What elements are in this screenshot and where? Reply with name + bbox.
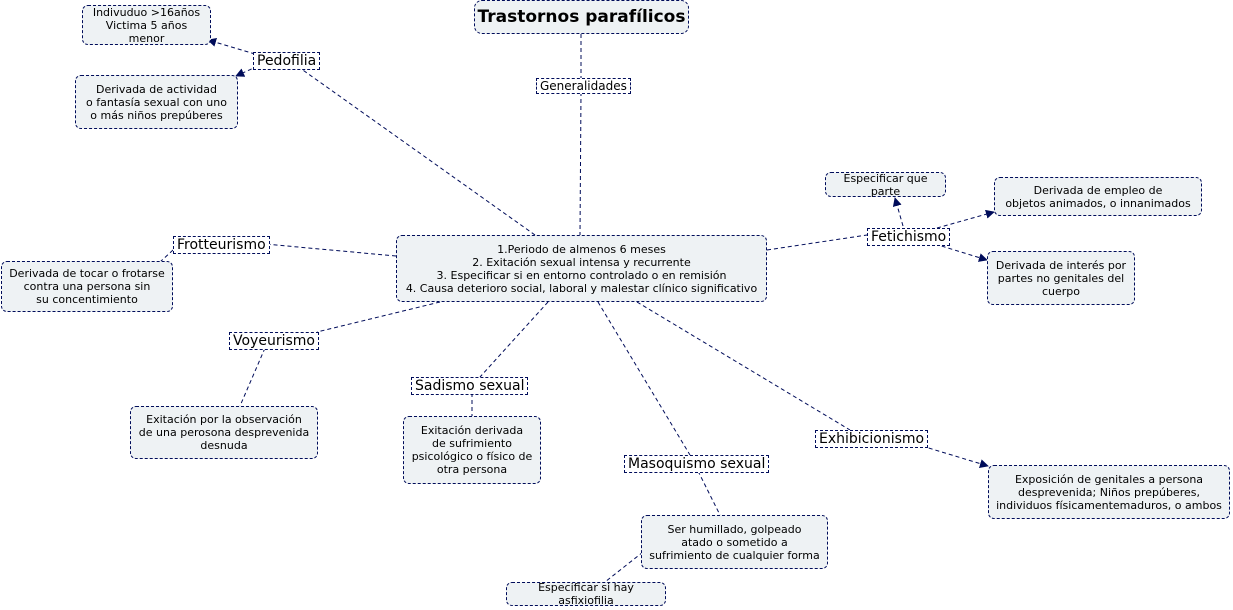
- link-criterios-frotteurismo: [264, 243, 397, 257]
- link-frotteurismo-def: [159, 249, 174, 263]
- link-criterios-sadismo: [479, 301, 549, 378]
- node-masoquismo-definicion[interactable]: Ser humillado, golpeado atado o sometido…: [641, 515, 828, 569]
- node-fetichismo-partes[interactable]: Derivada de interés por partes no genita…: [987, 251, 1135, 305]
- link-masoquismo-def: [697, 470, 721, 516]
- link-generalidades-criterios: [579, 91, 582, 236]
- link-voyeurismo-def: [239, 347, 266, 407]
- link-criterios-masoquismo: [597, 301, 691, 456]
- link-masoquismo-asfixiofilia: [604, 551, 644, 583]
- link-criterios-fetichismo: [766, 234, 868, 251]
- link-fetichismo-objetos: [936, 209, 995, 229]
- label-exhibicionismo[interactable]: Exhibicionismo: [815, 430, 929, 448]
- node-fetichismo-parte[interactable]: Especificar que parte: [825, 172, 946, 198]
- node-criterios[interactable]: 1.Periodo de almenos 6 meses 2. Exitació…: [396, 235, 767, 302]
- label-masoquismo[interactable]: Masoquismo sexual: [624, 455, 770, 473]
- link-criterios-pedofilia: [299, 67, 536, 236]
- node-frotteurismo-definicion[interactable]: Derivada de tocar o frotarse contra una …: [1, 261, 173, 312]
- node-exhibicionismo-definicion[interactable]: Exposición de genitales a persona despre…: [988, 465, 1230, 519]
- link-pedofilia-edad: [207, 37, 256, 55]
- node-sadismo-definicion[interactable]: Exitación derivada de sufrimiento psicol…: [403, 416, 541, 484]
- node-voyeurismo-definicion[interactable]: Exitación por la observación de una pero…: [130, 406, 318, 459]
- node-asfixiofilia[interactable]: Especificar si hay asfixiofilia: [506, 581, 666, 607]
- label-sadismo[interactable]: Sadismo sexual: [411, 377, 529, 395]
- link-exhibicionismo-def: [921, 445, 989, 468]
- link-criterios-exhibicionismo: [636, 301, 851, 431]
- diagram-title[interactable]: Trastornos parafílicos: [474, 0, 689, 34]
- link-fetichismo-partes: [934, 243, 988, 262]
- node-pedofilia-edad[interactable]: Indivuduo >16años Victima 5 años menor: [82, 5, 211, 45]
- label-frotteurismo[interactable]: Frotteurismo: [173, 236, 270, 254]
- link-fetichismo-parte: [892, 197, 904, 227]
- label-voyeurismo[interactable]: Voyeurismo: [229, 332, 319, 350]
- link-criterios-voyeurismo: [316, 301, 441, 333]
- node-pedofilia-definicion[interactable]: Derivada de actividad o fantasía sexual …: [75, 75, 238, 129]
- label-pedofilia[interactable]: Pedofilia: [253, 52, 321, 70]
- label-fetichismo[interactable]: Fetichismo: [867, 228, 951, 246]
- label-generalidades[interactable]: Generalidades: [536, 78, 631, 94]
- node-fetichismo-objetos[interactable]: Derivada de empleo de objetos animados, …: [994, 177, 1202, 216]
